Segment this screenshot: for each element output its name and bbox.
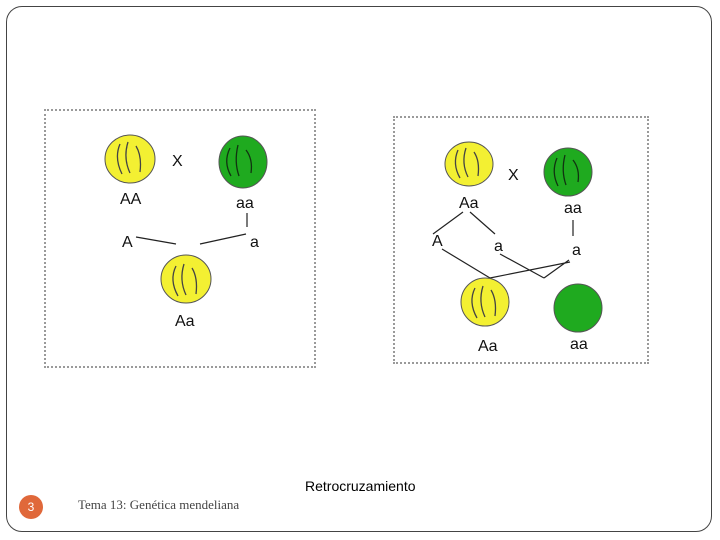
parent-yellow-aa <box>104 134 156 184</box>
offspring-yellow-aa <box>160 254 212 304</box>
gamete-2: a <box>494 238 503 255</box>
page-number-badge: 3 <box>19 495 43 519</box>
parent2-genotype: aa <box>564 200 582 217</box>
parent2-genotype: aa <box>236 195 254 212</box>
cross-panel-right <box>393 116 649 364</box>
chromosome-lines <box>226 144 253 177</box>
parent-green-aa <box>218 135 268 189</box>
gamete-2: a <box>250 234 259 251</box>
offspring-green-aa <box>553 283 603 333</box>
parent-yellow-hetero <box>444 141 494 187</box>
gamete-1: A <box>432 233 443 250</box>
parent-green-aa <box>543 147 593 197</box>
cross-symbol: X <box>508 167 519 184</box>
cross-symbol: X <box>172 153 183 170</box>
slide-frame <box>6 6 712 532</box>
chromosome-lines <box>454 147 480 179</box>
gamete-1: A <box>122 234 133 251</box>
chromosome-lines <box>116 141 142 175</box>
offspring-yellow-hetero <box>460 277 510 327</box>
offspring-genotype: Aa <box>175 313 195 330</box>
offspring2-genotype: aa <box>570 336 588 353</box>
gamete-lines <box>432 211 496 235</box>
chromosome-lines <box>172 263 198 297</box>
cross-panel-left <box>44 109 316 368</box>
parent1-genotype: AA <box>120 191 142 208</box>
cross-lines <box>441 248 571 279</box>
parent1-genotype: Aa <box>459 195 479 212</box>
gamete-3: a <box>572 242 581 259</box>
footer-title: Tema 13: Genética mendeliana <box>78 497 240 512</box>
gamete-lines <box>135 233 247 245</box>
diagram-caption: Retrocruzamiento <box>305 478 416 494</box>
chromosome-lines <box>471 285 497 319</box>
chromosome-lines <box>553 154 580 187</box>
offspring1-genotype: Aa <box>478 338 498 355</box>
